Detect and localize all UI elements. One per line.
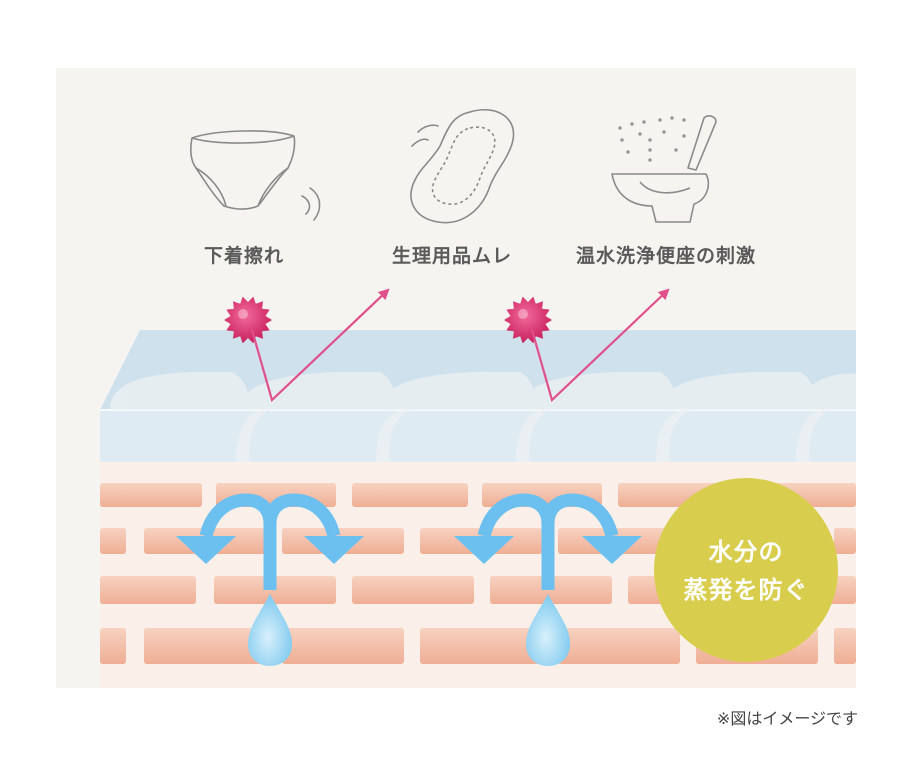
deflection-arrow — [250, 288, 390, 403]
moisture-retention-badge: 水分の 蒸発を防ぐ — [654, 478, 838, 662]
water-retention-arrow — [477, 493, 619, 590]
irritant-icon — [504, 296, 552, 344]
badge-line-2: 蒸発を防ぐ — [684, 576, 809, 604]
underwear-icon — [190, 130, 321, 221]
deflection-arrow — [530, 288, 670, 403]
sanitary-pad-icon — [410, 108, 515, 224]
water-retention-arrow — [199, 493, 341, 590]
protective-barrier-layer — [100, 330, 856, 462]
irritant-icon — [224, 296, 272, 344]
source-label-underwear: 下着擦れ — [204, 244, 284, 267]
source-label-sanitary: 生理用品ムレ — [392, 244, 512, 267]
source-label-bidet: 温水洗浄便座の刺激 — [576, 244, 756, 267]
water-drop-icon — [526, 594, 570, 666]
image-disclaimer: ※図はイメージです — [716, 709, 858, 728]
bidet-toilet-icon — [611, 115, 717, 223]
water-drop-icon — [248, 594, 292, 666]
badge-line-1: 水分の — [709, 538, 784, 566]
